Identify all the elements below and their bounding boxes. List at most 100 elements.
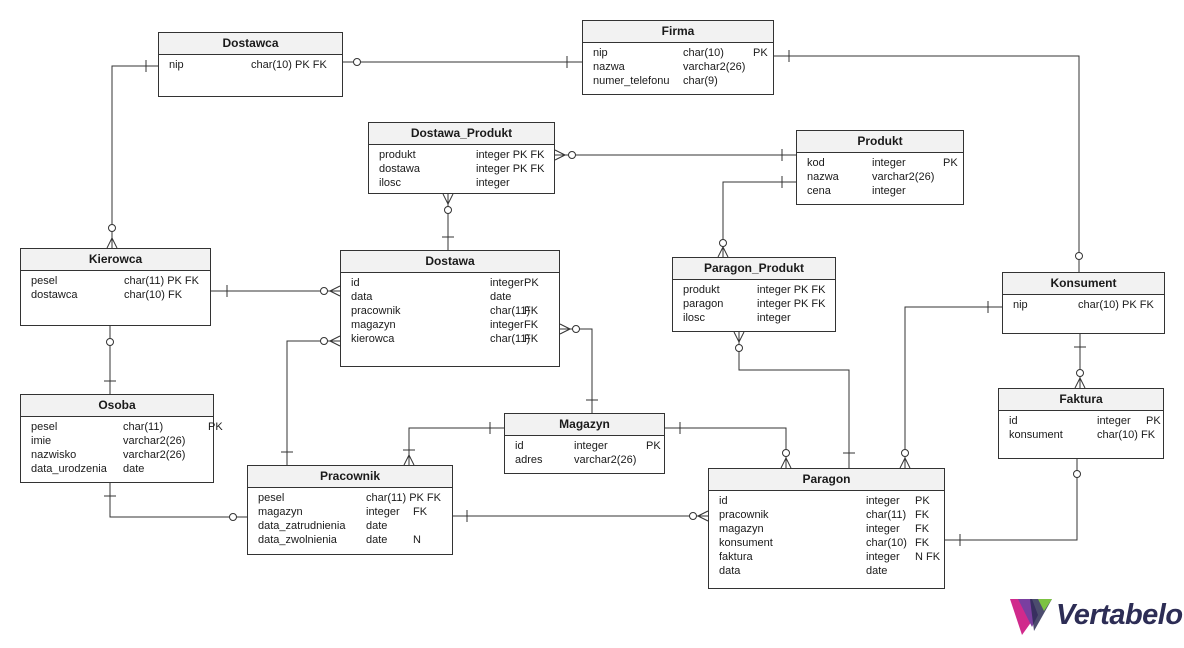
column-type: integer <box>866 495 900 507</box>
many-marker <box>780 457 787 469</box>
column-type: char(11) PK FK <box>366 492 441 504</box>
column-flags: PK <box>1146 415 1161 427</box>
optional-marker <box>353 58 361 66</box>
rel-magazyn-pracownik <box>408 427 504 465</box>
column-type: integer PK FK <box>476 149 545 161</box>
rel-firma-konsument <box>774 55 1080 272</box>
many-marker <box>1079 377 1086 389</box>
many-marker <box>403 454 410 466</box>
entity-title: Paragon_Produkt <box>673 258 835 280</box>
column-name: ilosc <box>379 177 402 189</box>
many-marker <box>554 149 566 156</box>
column-type: integer <box>1097 415 1131 427</box>
optional-marker <box>568 151 576 159</box>
column-name: pesel <box>31 421 58 433</box>
column-type: integer <box>866 551 900 563</box>
column-name: nazwa <box>807 171 839 183</box>
column-type: char(11) <box>490 305 531 317</box>
many-marker <box>697 515 709 522</box>
column-flags: PK <box>208 421 223 433</box>
rel-magazyn-dostawa <box>560 328 593 413</box>
column-name: kod <box>807 157 825 169</box>
entity-title: Osoba <box>21 395 213 417</box>
column-name: pracownik <box>351 305 401 317</box>
entity-title: Dostawa_Produkt <box>369 123 554 145</box>
rel-paragonprodukt-paragon <box>738 332 850 468</box>
many-marker <box>722 246 729 258</box>
column-name: id <box>515 440 524 452</box>
column-type: date <box>366 534 388 546</box>
column-flags: FK <box>915 509 930 521</box>
entity-title: Dostawca <box>159 33 342 55</box>
column-name: data_zwolnienia <box>258 534 337 546</box>
entity-title: Faktura <box>999 389 1163 411</box>
column-name: numer_telefonu <box>593 75 670 87</box>
column-name: konsument <box>719 537 773 549</box>
column-type: integer <box>490 277 524 289</box>
column-type: char(11) <box>123 421 164 433</box>
optional-marker <box>106 338 114 346</box>
column-flags: PK <box>646 440 661 452</box>
many-marker <box>738 331 745 343</box>
column-type: integer <box>366 506 400 518</box>
rel-faktura-paragon <box>945 459 1078 541</box>
optional-marker <box>1076 369 1084 377</box>
column-type: date <box>123 463 145 475</box>
column-flags: FK <box>915 537 930 549</box>
optional-marker <box>689 512 697 520</box>
optional-marker <box>444 206 452 214</box>
column-type: integer <box>574 440 608 452</box>
column-type: varchar2(26) <box>683 61 746 73</box>
column-name: magazyn <box>719 523 764 535</box>
column-type: varchar2(26) <box>872 171 935 183</box>
column-flags: PK <box>524 277 539 289</box>
column-name: pracownik <box>719 509 769 521</box>
optional-marker <box>782 449 790 457</box>
entity-title: Produkt <box>797 131 963 153</box>
rel-produkt-paragonprodukt <box>722 181 796 257</box>
entity-title: Paragon <box>709 469 944 491</box>
many-marker <box>329 285 341 292</box>
many-marker <box>408 454 415 466</box>
column-name: nip <box>169 59 184 71</box>
many-marker <box>717 246 724 258</box>
many-marker <box>904 457 911 469</box>
column-name: faktura <box>719 551 753 563</box>
column-name: nazwa <box>593 61 625 73</box>
column-row: pesel char(11) PK <box>26 420 223 434</box>
column-type: char(11) PK FK <box>124 275 199 287</box>
column-name: imie <box>31 435 52 447</box>
optional-marker <box>719 239 727 247</box>
